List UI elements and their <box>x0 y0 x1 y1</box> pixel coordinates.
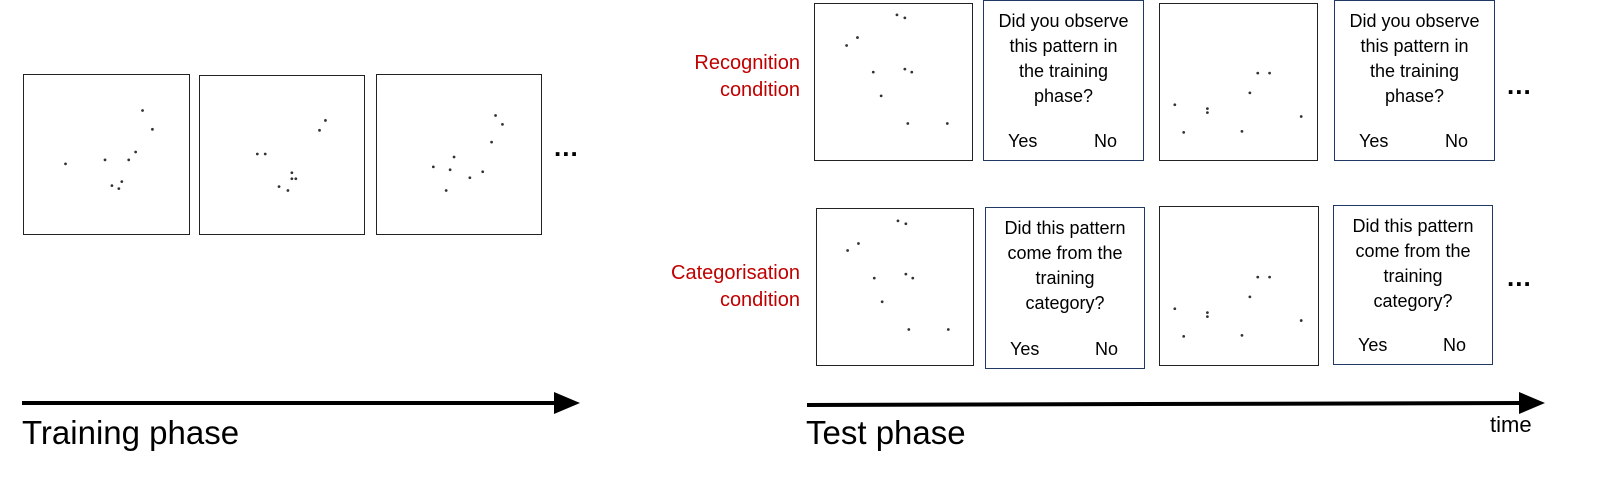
recognition-condition-label: Recognition condition <box>694 52 800 101</box>
question-text: Did you observe this pattern in the trai… <box>998 11 1129 106</box>
no-option: No <box>1094 339 1118 359</box>
training-pattern-panel-1 <box>23 74 190 235</box>
categorisation-condition-label: Categorisation condition <box>671 262 800 311</box>
no-option: No <box>1093 131 1117 151</box>
dot-pattern <box>1173 71 1303 134</box>
training-ellipsis: ... <box>554 132 579 162</box>
yes-option: Yes <box>1008 131 1038 151</box>
recognition-question-box-1: Did you observe this pattern in the trai… <box>983 0 1144 161</box>
recognition-ellipsis: ... <box>1507 70 1532 100</box>
categorisation-ellipsis: ... <box>1507 262 1532 292</box>
no-option: No <box>1444 131 1468 151</box>
training-timeline-arrow <box>22 392 580 414</box>
yes-option: Yes <box>1358 335 1388 355</box>
recognition-test-pattern-1 <box>814 3 973 161</box>
categorisation-test-pattern-1 <box>816 208 974 366</box>
training-pattern-panel-3 <box>376 74 542 235</box>
dot-pattern <box>1173 275 1303 338</box>
categorisation-question-box-2: Did this pattern come from the training … <box>1333 205 1493 365</box>
time-axis-label: time <box>1490 412 1532 437</box>
dot-pattern <box>431 114 504 192</box>
question-text: Did this pattern come from the training … <box>1004 218 1126 313</box>
question-text: Did this pattern come from the training … <box>1352 216 1474 311</box>
dot-pattern <box>846 219 950 331</box>
yes-option: Yes <box>1010 339 1040 359</box>
training-pattern-panel-2 <box>199 75 365 235</box>
yes-option: Yes <box>1359 131 1389 151</box>
no-option: No <box>1442 335 1466 355</box>
question-text: Did you observe this pattern in the trai… <box>1349 11 1480 106</box>
test-phase-label: Test phase <box>806 414 966 451</box>
categorisation-test-pattern-2 <box>1159 206 1319 366</box>
recognition-question-box-2: Did you observe this pattern in the trai… <box>1334 0 1495 161</box>
test-timeline-arrow <box>806 392 1545 414</box>
dot-pattern <box>255 119 327 192</box>
categorisation-question-box-1: Did this pattern come from the training … <box>985 207 1145 369</box>
training-phase-label: Training phase <box>22 414 240 451</box>
dot-pattern <box>845 13 949 125</box>
recognition-test-pattern-2 <box>1159 3 1318 161</box>
dot-pattern <box>64 109 154 190</box>
